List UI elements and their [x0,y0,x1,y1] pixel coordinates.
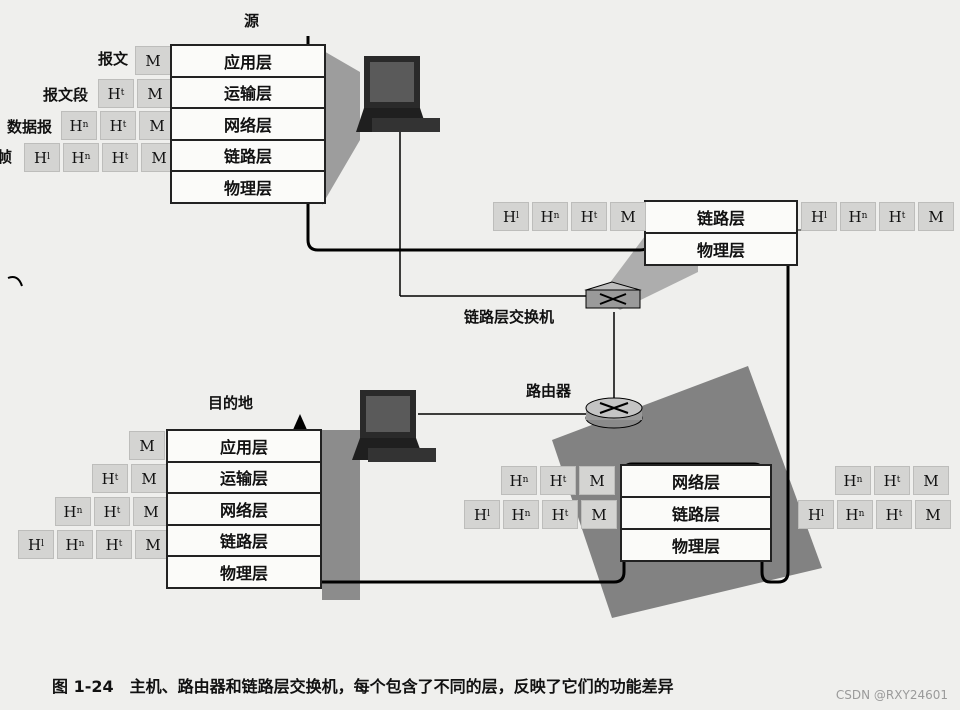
physical-layer: 物理层 [219,563,268,583]
message-label: 报文 [97,50,128,68]
header-cell: M [135,46,171,75]
router-icon [585,397,643,429]
link-layer: 链路层 [168,526,320,557]
header-cell: M [129,431,165,460]
source-row-message: M [132,46,171,75]
application-layer: 应用层 [168,431,320,463]
header-cell: M [133,497,169,526]
physical-layer: 物理层 [671,537,720,556]
computer-icon [352,390,436,462]
frame-label: 帧 [0,148,12,166]
header-cell: M [139,111,175,140]
header-cell: M [131,464,167,493]
transport-layer: 运输层 [168,463,320,494]
destination-stack: 应用层 运输层 网络层 链路层 物理层 [166,429,322,589]
figure-caption: 图 1-24 主机、路由器和链路层交换机，每个包含了不同的层，反映了它们的功能差… [52,677,674,696]
header-cell: M [913,466,949,495]
header-cell: M [579,466,615,495]
link-layer: 链路层 [646,202,796,234]
mark-left [7,276,23,287]
header-cell: M [918,202,954,231]
header-cell: M [610,202,646,231]
destination-row-message: M [126,431,165,460]
physical-layer: 物理层 [223,178,272,198]
source-label: 源 [244,12,260,30]
header-cell: M [135,530,171,559]
network-layer: 网络层 [168,494,320,526]
network-layer: 网络层 [622,466,770,498]
source-shadow [322,50,360,205]
header-cell: M [581,500,617,529]
computer-icon [356,56,440,132]
switch-label: 链路层交换机 [464,308,555,326]
link-layer: 链路层 [622,498,770,530]
watermark: CSDN @RXY24601 [835,688,948,702]
physical-layer: 物理层 [696,241,745,260]
segment-label: 报文段 [42,86,88,104]
datagram-label: 数据报 [6,118,52,136]
destination-arrow [292,414,308,432]
router-stack: 网络层 链路层 物理层 [620,464,772,562]
switch-stack: 链路层 物理层 [644,200,798,266]
transport-layer: 运输层 [172,78,324,109]
application-layer: 应用层 [172,46,324,78]
destination-label: 目的地 [208,394,254,412]
header-cell: M [915,500,951,529]
switch-icon [584,281,642,309]
source-stack: 应用层 运输层 网络层 链路层 物理层 [170,44,326,204]
router-label: 路由器 [526,382,572,400]
header-cell: M [137,79,173,108]
link-layer: 链路层 [172,141,324,172]
network-layer: 网络层 [172,109,324,141]
